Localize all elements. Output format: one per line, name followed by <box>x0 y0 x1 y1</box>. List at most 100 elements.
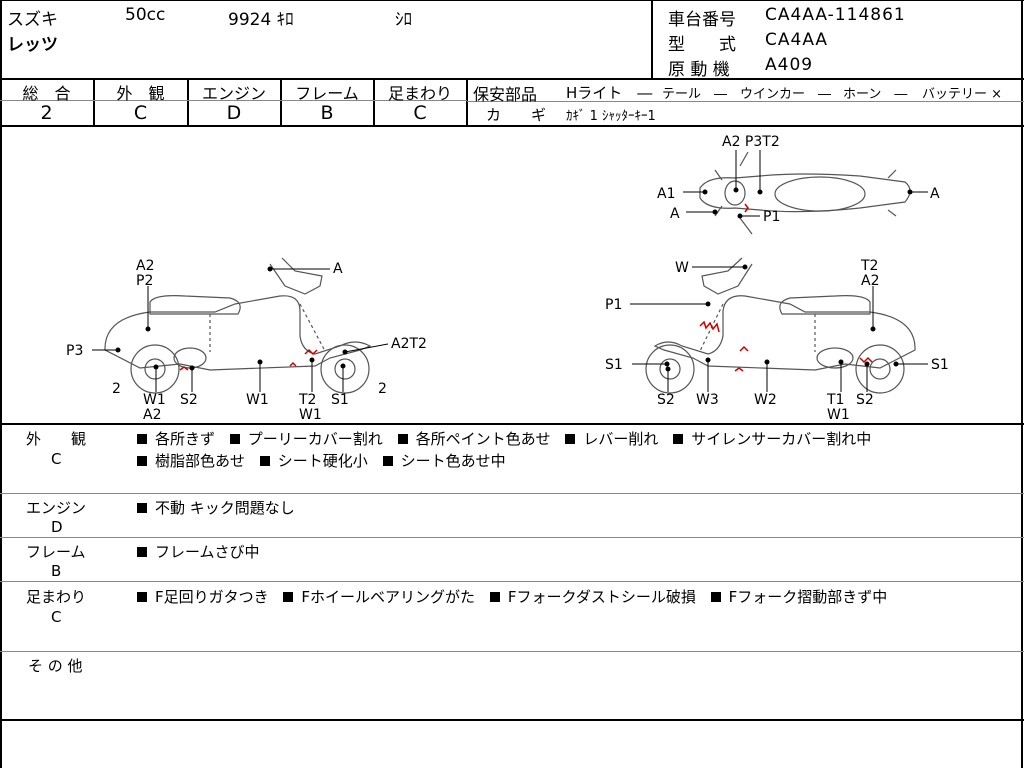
grade-vsep-1 <box>93 79 95 126</box>
label-left-t2: T2 <box>298 392 316 408</box>
grade-overall-label: 総 合 <box>22 84 71 103</box>
label-right-t2: T2 <box>860 258 878 274</box>
label-top-p1: P1 <box>763 209 780 225</box>
remark-item: 各所きず <box>137 430 215 448</box>
label-top-a1: A1 <box>657 186 675 202</box>
key-value: ｶｷﾞ 1 ｼｬｯﾀｰｷｰ1 <box>566 109 656 124</box>
remark-item: Fフォークダストシール破損 <box>489 588 696 606</box>
displacement: 50cc <box>125 5 166 25</box>
grade-overall-value: 2 <box>40 102 53 124</box>
remark-frame-label: フレーム <box>26 543 86 561</box>
remark-exterior-grade: C <box>51 450 62 468</box>
label-left-w1c: W1 <box>299 407 322 423</box>
remark-exterior-line2: 樹脂部色あせ シート硬化小 シート色あせ中 <box>137 450 516 471</box>
label-left-a: A <box>333 261 343 277</box>
damage-diagram: A2 P3T2 A1 A P1 A A2 P2 A P3 A2T2 2 2 W1… <box>66 134 949 423</box>
remark-engine-items: 不動 キック問題なし <box>137 497 305 518</box>
label-right-w: W <box>675 260 689 276</box>
remark-item: Fホイールベアリングがた <box>283 588 475 606</box>
label-right-w3: W3 <box>696 392 719 408</box>
engine-model-label: 原 動 機 <box>668 60 730 80</box>
grade-frame-label: フレーム <box>295 84 359 103</box>
border-top <box>0 0 1024 1</box>
remark-item: プーリーカバー割れ <box>229 430 383 448</box>
grade-vsep-5 <box>466 79 468 126</box>
engine-model-value: A409 <box>765 55 814 75</box>
remark-exterior-label: 外 観 <box>26 430 87 448</box>
grade-engine-label: エンジン <box>201 84 266 103</box>
remark-item: サイレンサーカバー割れ中 <box>673 430 871 448</box>
remark-engine-label: エンジン <box>26 499 87 517</box>
remark-suspension-items: F足回りガタつき Fホイールベアリングがた Fフォークダストシール破損 Fフォー… <box>137 586 897 607</box>
label-left-p3: P3 <box>66 343 83 359</box>
color: ｼﾛ <box>395 10 412 30</box>
border-right <box>1021 0 1023 768</box>
label-left-2a: 2 <box>112 381 121 397</box>
remark-item: 各所ペイント色あせ <box>397 430 551 448</box>
label-right-w2: W2 <box>754 392 777 408</box>
type-value: CA4AA <box>765 30 829 50</box>
remark-exterior-line1: 各所きず プーリーカバー割れ 各所ペイント色あせ レバー削れ サイレンサーカバー… <box>137 428 881 449</box>
label-top-a-left: A <box>670 206 680 222</box>
damage-marks <box>179 203 873 372</box>
grade-vsep-4 <box>373 79 375 126</box>
safety-headlight: Hライト ― <box>566 84 653 102</box>
remark-item: シート硬化小 <box>259 452 368 470</box>
remark-suspension-label: 足まわり <box>26 588 87 606</box>
remark-other-label: そ の 他 <box>28 657 83 675</box>
divider-eng <box>0 537 1024 538</box>
label-left-w1b: W1 <box>246 392 269 408</box>
remark-frame-items: フレームさび中 <box>137 541 270 562</box>
label-left-s1: S1 <box>331 392 349 408</box>
remark-frame-grade: B <box>51 562 62 580</box>
grade-exterior-value: C <box>133 102 148 124</box>
safety-hsep <box>467 101 1024 102</box>
grade-hsep <box>0 100 467 101</box>
safety-horn: ホーン ― <box>843 87 908 102</box>
key-label: カ ギ <box>486 106 547 124</box>
maker: スズキ <box>7 10 58 30</box>
grade-suspension-value: C <box>413 102 427 124</box>
safety-winker: ウインカー ― <box>740 87 832 102</box>
mileage: 9924 ｷﾛ <box>228 10 294 30</box>
border-left <box>0 0 2 768</box>
remark-item: F足回りガタつき <box>137 588 269 606</box>
remark-item: フレームさび中 <box>137 543 260 561</box>
label-left-p2: P2 <box>136 273 153 289</box>
grade-exterior-label: 外 観 <box>116 84 165 103</box>
grade-engine-value: D <box>226 102 242 124</box>
divider-susp <box>0 651 1024 652</box>
label-right-s1b: S1 <box>931 357 949 373</box>
label-right-a2: A2 <box>861 273 879 289</box>
safety-battery: バッテリー × <box>922 87 1003 102</box>
label-left-a2b: A2 <box>143 407 161 423</box>
model-name: レッツ <box>7 35 58 55</box>
label-right-s1a: S1 <box>605 357 623 373</box>
label-right-s2b: S2 <box>856 392 874 408</box>
divider-frame <box>0 581 1024 582</box>
divider-grades <box>0 125 1024 127</box>
divider-diagram <box>0 423 1024 425</box>
remark-suspension-grade: C <box>51 608 62 626</box>
scooter-left-view <box>104 257 372 394</box>
remark-item: シート色あせ中 <box>382 452 506 470</box>
frame-number-label: 車台番号 <box>668 10 736 30</box>
label-left-s2: S2 <box>180 392 198 408</box>
header-vsep <box>651 0 653 79</box>
leader-lines <box>92 150 928 392</box>
label-right-w1: W1 <box>827 407 850 423</box>
remark-item: Fフォーク摺動部きず中 <box>710 588 887 606</box>
label-right-t1: T1 <box>826 392 844 408</box>
safety-label: 保安部品 <box>473 85 538 104</box>
grade-vsep-2 <box>187 79 189 126</box>
grade-suspension-label: 足まわり <box>387 84 452 103</box>
frame-number-value: CA4AA-114861 <box>765 5 906 25</box>
remark-item: 樹脂部色あせ <box>137 452 245 470</box>
remark-item: 不動 キック問題なし <box>137 499 295 517</box>
label-left-a2t2: A2T2 <box>391 336 427 352</box>
remark-engine-grade: D <box>51 518 63 536</box>
type-label: 型 式 <box>668 35 736 55</box>
label-right-s2: S2 <box>657 392 675 408</box>
label-top-a2p3t2: A2 P3T2 <box>722 134 780 150</box>
